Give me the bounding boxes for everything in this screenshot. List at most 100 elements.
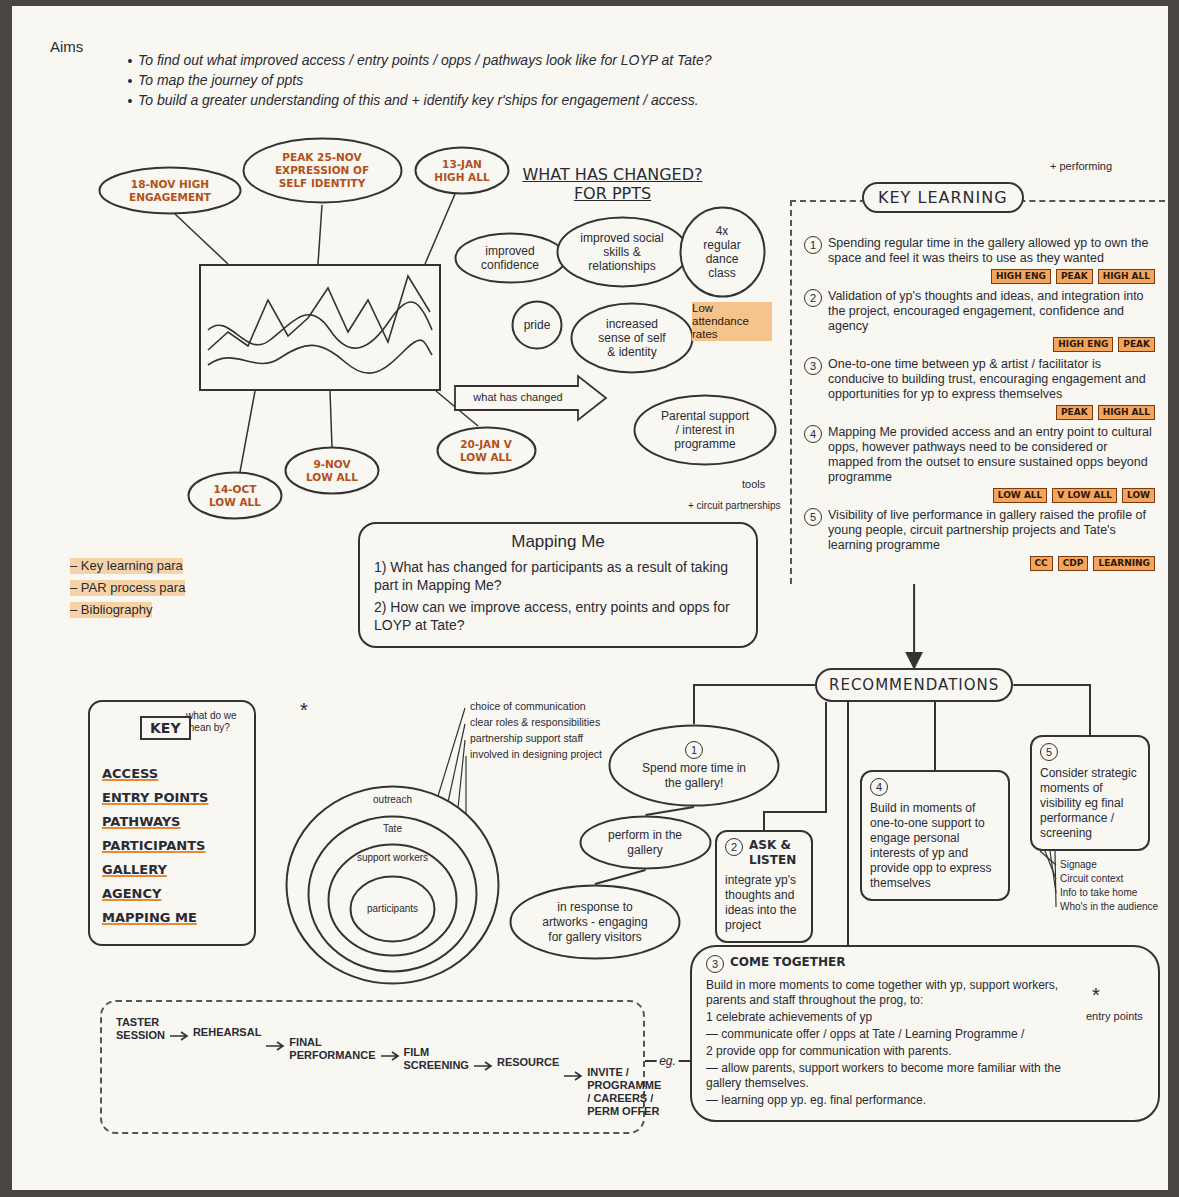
label-text: Build in more moments to come together w…	[706, 978, 1074, 1008]
recommendation-box: 4Build in moments of one-to-one support …	[860, 770, 1010, 901]
change-bubble: improved social skills & relationships	[556, 216, 689, 288]
ellipse-text-wrap: improved confidence	[475, 244, 545, 272]
aim-item: To map the journey of ppts	[138, 72, 1078, 89]
tag-text: CDP	[1063, 558, 1084, 569]
graph-line	[208, 340, 432, 373]
ellipse-text-wrap: perform in the gallery	[603, 828, 687, 858]
leader-line	[465, 756, 466, 814]
ring-note: choice of communication	[470, 700, 615, 713]
label-text: — learning opp yp. eg. final performance…	[706, 1093, 1074, 1108]
ellipse-shape	[681, 208, 765, 297]
ring-label: support workers	[327, 852, 458, 864]
concentric-core: participants	[349, 875, 436, 943]
tag-text: PEAK	[1061, 407, 1088, 418]
key-term: ENTRY POINTS	[102, 790, 244, 806]
aim-item: To build a greater understanding of this…	[138, 92, 1078, 109]
learning-item: 1 Spending regular time in the gallery al…	[804, 236, 1155, 266]
ellipse-shape	[581, 817, 711, 869]
step-label: INVITE / PROGRAMME / CAREERS / PERM OFFE…	[587, 1066, 661, 1118]
change-bubble: pride	[511, 300, 563, 350]
recommendations-heading: RECOMMENDATIONS	[815, 668, 1013, 702]
aims-heading: Aims	[50, 38, 83, 55]
item-number: 4	[804, 425, 822, 443]
connector	[1013, 685, 1090, 735]
change-bubble: 4x regular dance class	[679, 206, 766, 298]
learning-item: 3One-to-one time between yp & artist / f…	[804, 357, 1155, 402]
item-number: 1	[804, 236, 822, 254]
ellipse-shape	[286, 448, 379, 494]
tag-text: HIGH ALL	[1103, 407, 1150, 418]
label-text: 14-OCT LOW ALL	[206, 483, 264, 509]
label-text: 18-NOV HIGH ENGAGEMENT	[124, 178, 216, 204]
key-term: PARTICIPANTS	[102, 838, 244, 854]
key-term: GALLERY	[102, 862, 244, 878]
date-callout: 14-OCT LOW ALL	[187, 471, 283, 520]
step-label: TASTER SESSION	[116, 1016, 165, 1042]
label-text: 5	[1040, 743, 1058, 761]
key-terms-box: what do we mean by?ACCESSENTRY POINTSPAT…	[88, 700, 256, 946]
concentric-ring: support workers participants	[327, 843, 458, 957]
key-term: ACCESS	[102, 766, 244, 782]
tag-text: LOW ALL	[998, 490, 1043, 501]
ellipse-shape	[100, 168, 241, 214]
label-text: Mapping Me	[374, 532, 742, 552]
ellipse-shape	[287, 787, 499, 984]
section-heading: WHAT HAS CHANGED? FOR PPTS	[515, 165, 710, 203]
ellipse-text-wrap: pride	[523, 318, 551, 332]
ring-note: clear roles & responsibilities	[470, 716, 615, 729]
recommendation-oval: 1Spend more time in the gallery!	[608, 724, 780, 807]
ellipse-shape	[456, 234, 566, 283]
tag-box: LOW	[1122, 488, 1155, 503]
tag-row: HIGH ENGPEAKHIGH ALL	[804, 269, 1155, 284]
connector	[934, 702, 936, 770]
hollow-arrow	[455, 376, 606, 420]
label-text: 4	[870, 778, 888, 796]
label-text: PEAK 25-NOV EXPRESSION OF SELF IDENTITY	[270, 151, 374, 190]
note-text: + performing	[1050, 160, 1160, 173]
label-text: Parental support / interest in programme	[659, 409, 751, 451]
ellipse-outline	[98, 166, 242, 215]
step-arrow-line	[474, 1062, 491, 1070]
step-label: REHEARSAL	[193, 1026, 261, 1039]
heading-row: 2ASK & LISTEN	[725, 838, 803, 870]
learning-text: Spending regular time in the gallery all…	[828, 236, 1155, 266]
ellipse-shape	[416, 148, 509, 194]
date-callout: 18-NOV HIGH ENGAGEMENT	[98, 166, 242, 215]
tag-box: V LOW ALL	[1052, 488, 1117, 503]
recommendation-box: 5Consider strategic moments of visibilit…	[1030, 735, 1150, 851]
tag-text: HIGH ENG	[1058, 339, 1108, 350]
ellipse-text-wrap: improved social skills & relationships	[580, 231, 664, 273]
label-text: Spend more time in the gallery!	[638, 761, 750, 791]
leader-line	[175, 214, 228, 264]
ellipse-outline	[284, 446, 380, 495]
label-text: 4x regular dance class	[696, 224, 748, 280]
todo-item: – Bibliography	[70, 602, 152, 618]
step-arrow-line	[564, 1072, 581, 1080]
label-text: Consider strategic moments of visibility…	[1040, 766, 1140, 841]
key-heading-box: KEY	[140, 716, 191, 740]
ellipse-shape	[189, 473, 282, 519]
ellipse-shape	[244, 139, 402, 203]
step-label: RESOURCE	[497, 1056, 559, 1069]
step-label: FILM SCREENING	[404, 1046, 469, 1072]
bullet-dot	[128, 79, 132, 83]
tag-text: PEAK	[1061, 271, 1088, 282]
date-callout: PEAK 25-NOV EXPRESSION OF SELF IDENTITY	[242, 137, 403, 204]
step-arrow	[473, 1060, 493, 1072]
ring-label: outreach	[285, 794, 500, 806]
tag-box: PEAK	[1056, 405, 1093, 420]
leader-line	[330, 391, 332, 448]
label-text: 1) What has changed for participants as …	[374, 558, 742, 594]
change-bubble: Parental support / interest in programme	[633, 394, 777, 466]
todo-item: – PAR process para	[70, 580, 185, 596]
label-text: — allow parents, support workers to beco…	[706, 1061, 1074, 1091]
label-text: 20-JAN V LOW ALL	[455, 438, 517, 464]
tag-text: LOW	[1127, 490, 1150, 501]
label-text: 1	[685, 741, 703, 759]
ellipse-shape	[558, 218, 688, 287]
step-arrow	[380, 1050, 400, 1062]
ellipse-text-wrap: Parental support / interest in programme	[659, 409, 751, 451]
tag-box: HIGH ENG	[991, 269, 1051, 284]
tag-box: HIGH ALL	[1098, 405, 1155, 420]
